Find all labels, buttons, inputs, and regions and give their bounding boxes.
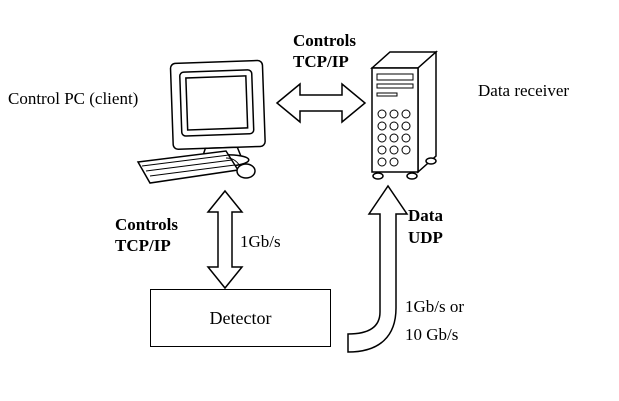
data-receiver-label: Data receiver: [478, 81, 570, 100]
tower-drive-bay: [376, 83, 414, 89]
tower-front: [371, 67, 419, 173]
detector-label: Detector: [209, 307, 272, 328]
tower-button-grid: [377, 109, 411, 167]
tower-foot: [372, 172, 384, 180]
tower-slot: [376, 92, 398, 97]
mouse-icon: [225, 157, 256, 179]
detector-receiver-curved-arrow: [347, 184, 409, 353]
desktop-computer-icon: [169, 59, 266, 168]
detector-receiver-rate-line1: 1Gb/s or: [405, 297, 465, 316]
pc-detector-link-label-line2: TCP/IP: [115, 236, 171, 255]
pc-receiver-link-label-line1: Controls: [293, 31, 356, 50]
detector-receiver-rate-line2: 10 Gb/s: [405, 325, 459, 344]
pc-receiver-link-label-line2: TCP/IP: [293, 52, 349, 71]
detector-receiver-link-label-line2: UDP: [408, 228, 443, 247]
control-pc-label: Control PC (client): [8, 89, 139, 108]
detector-receiver-link-label-line1: Data: [408, 206, 443, 225]
pc-detector-double-arrow: [206, 189, 244, 290]
keyboard-icon: [136, 150, 240, 184]
tower-foot: [425, 157, 437, 165]
server-tower-icon: [370, 50, 438, 180]
pc-detector-rate-label: 1Gb/s: [240, 232, 281, 251]
monitor-screen: [185, 75, 249, 131]
pc-detector-link-label-line1: Controls: [115, 215, 178, 234]
detector-box: Detector: [150, 289, 331, 347]
tower-drive-bay: [376, 73, 414, 81]
tower-side: [417, 50, 437, 174]
pc-receiver-double-arrow: [275, 82, 367, 124]
tower-foot: [406, 172, 418, 180]
